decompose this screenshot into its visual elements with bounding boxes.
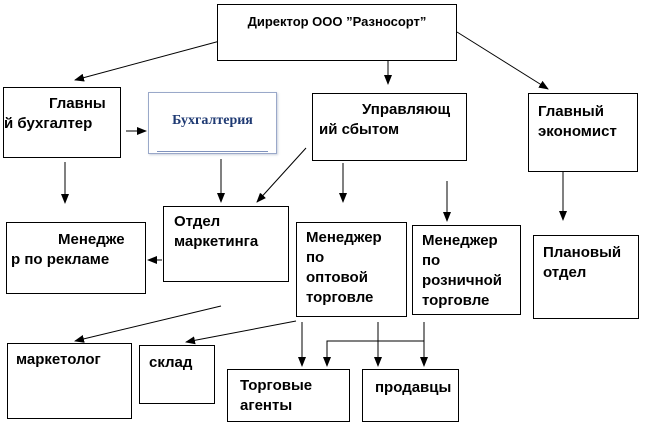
planning-dept-label: Плановый отдел bbox=[543, 244, 622, 281]
chief-economist-box: Главный экономист bbox=[528, 93, 638, 172]
sales-manager-label: Управляющ ий сбытом bbox=[319, 101, 451, 138]
ad-manager-box: Менедже р по рекламе bbox=[6, 222, 146, 294]
director-label: Директор ООО ”Разносорт” bbox=[247, 14, 427, 29]
sales-agents-box: Торговые агенты bbox=[227, 369, 350, 422]
warehouse-label: склад bbox=[149, 354, 193, 371]
accounting-box: Бухгалтерия bbox=[148, 92, 277, 154]
accounting-label: Бухгалтерия bbox=[172, 113, 253, 128]
chief-economist-label: Главный экономист bbox=[538, 103, 617, 140]
wholesale-manager-label: Менеджер по оптовой торговле bbox=[306, 229, 382, 306]
planning-dept-box: Плановый отдел bbox=[533, 235, 639, 319]
marketer-box: маркетолог bbox=[7, 343, 132, 419]
chief-accountant-label: Главны й бухгалтер bbox=[4, 95, 106, 132]
retail-manager-box: Менеджер по розничной торговле bbox=[412, 225, 521, 315]
marketer-label: маркетолог bbox=[16, 351, 101, 368]
ad-manager-label: Менедже р по рекламе bbox=[11, 231, 125, 268]
connector-retail-manager-to-sales-agents bbox=[323, 340, 424, 367]
marketing-dept-label: Отдел маркетинга bbox=[174, 213, 259, 250]
marketing-dept-box: Отдел маркетинга bbox=[163, 206, 289, 282]
salespeople-box: продавцы bbox=[362, 369, 459, 422]
chief-accountant-box: Главны й бухгалтер bbox=[3, 87, 121, 158]
connector-sales-manager-to-marketing-dept bbox=[256, 147, 307, 203]
sales-manager-box: Управляющ ий сбытом bbox=[312, 93, 467, 161]
accounting-underline bbox=[157, 151, 268, 152]
warehouse-box: склад bbox=[139, 345, 215, 404]
connector-wholesale-manager-to-warehouse bbox=[185, 320, 297, 345]
director-box: Директор ООО ”Разносорт” bbox=[217, 4, 457, 61]
sales-agents-label: Торговые агенты bbox=[240, 377, 313, 414]
wholesale-manager-box: Менеджер по оптовой торговле bbox=[296, 222, 407, 317]
retail-manager-label: Менеджер по розничной торговле bbox=[422, 232, 503, 309]
salespeople-label: продавцы bbox=[375, 379, 452, 396]
connector-marketing-dept-to-marketer bbox=[74, 305, 222, 343]
connector-director-to-chief-economist bbox=[456, 31, 549, 90]
